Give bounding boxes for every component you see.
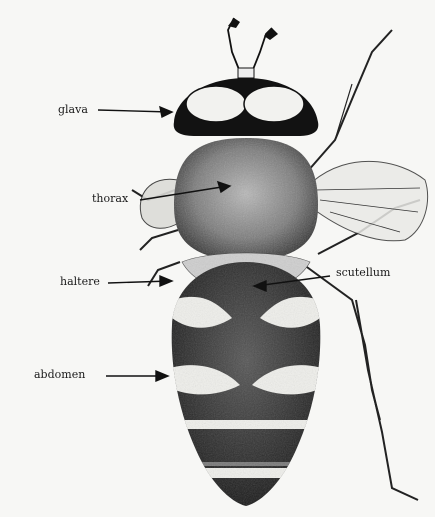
- legs-right: [300, 30, 420, 500]
- glava-arrow: [98, 110, 170, 112]
- haltere-arrowhead: [160, 276, 172, 286]
- wing-right: [312, 161, 428, 240]
- head: [174, 68, 319, 136]
- abdomen-arrowhead: [156, 371, 168, 381]
- glava-arrowhead: [160, 107, 172, 117]
- thorax-shape: [174, 138, 318, 262]
- label-thorax: thorax: [92, 192, 128, 205]
- label-haltere: haltere: [60, 275, 100, 288]
- label-scutellum: scutellum: [336, 266, 390, 279]
- abdomen-shape: [160, 262, 340, 506]
- label-glava: glava: [58, 103, 88, 116]
- label-abdomen: abdomen: [34, 368, 85, 381]
